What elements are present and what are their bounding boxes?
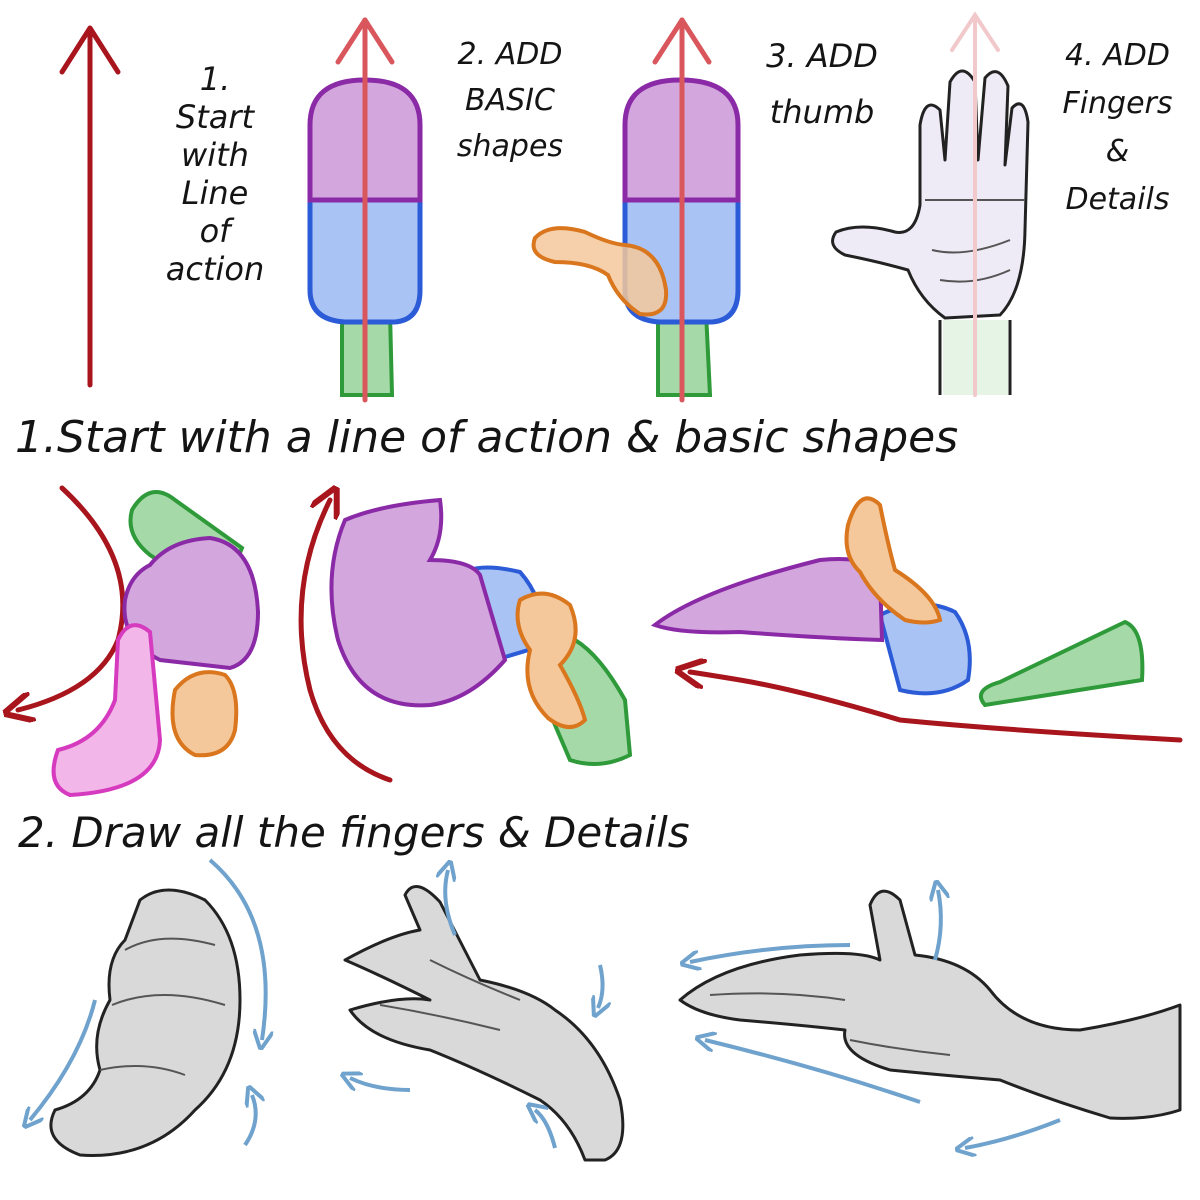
step1-number: 1. (199, 60, 231, 98)
curved-action-line-c (690, 672, 1183, 743)
section2-hand-c (678, 889, 1182, 1148)
step3-number: 3. ADD (766, 37, 878, 75)
step1-line-of-action (59, 25, 121, 388)
curved-action-line-a (18, 485, 126, 710)
step3-add-thumb (531, 17, 741, 403)
motion-arrow-b3 (350, 1078, 411, 1092)
motion-arrow-c2 (935, 890, 941, 961)
step2-line: shapes (456, 129, 564, 164)
wrist-outline (938, 320, 1012, 395)
section1-title: 1.Start with a line of action & basic sh… (15, 412, 959, 463)
finger-lines-c (709, 992, 951, 1056)
motion-arrow-c4 (965, 1118, 1061, 1148)
motion-arrow-b1 (445, 870, 455, 936)
motion-arrow-c3 (705, 1040, 921, 1104)
action-arrow-head-3 (652, 17, 712, 65)
step2-label: 2. ADD BASIC shapes (430, 32, 590, 170)
step1-line: Line (181, 174, 249, 212)
faded-action-arrow-head (950, 11, 1000, 52)
step2-number: 2. ADD (457, 37, 563, 72)
action-arrow-head-2 (335, 17, 395, 65)
section1-pose-b (298, 497, 633, 783)
palm-shape-c (650, 557, 885, 643)
motion-arrow-a3 (243, 1095, 256, 1147)
step1-line: of (199, 212, 231, 250)
motion-arrow-b4 (535, 1110, 557, 1149)
section1-pose-c (650, 496, 1183, 743)
forearm-shape-c (979, 619, 1145, 708)
step4-line: Fingers (1062, 86, 1173, 121)
finger-lines-b (379, 959, 521, 1031)
action-arrow-head (59, 25, 121, 75)
motion-arrow-a2 (30, 999, 97, 1120)
sketched-hand-c (678, 889, 1182, 1120)
finger-lines-a (99, 937, 226, 1076)
step1-line: Start (175, 98, 255, 136)
step4-label: 4. ADD Fingers & Details (1040, 32, 1195, 224)
motion-arrow-b2 (598, 964, 603, 1008)
palm-shape-b (329, 497, 508, 708)
step2-line: BASIC (465, 83, 555, 118)
sketched-hand-b (343, 885, 625, 1162)
thumb-shape-a (170, 670, 239, 758)
step1-line: with (181, 136, 249, 174)
step1-line: action (165, 250, 265, 288)
sketched-hand-a (49, 888, 242, 1157)
step1-label: 1. Start with Line of action (160, 60, 270, 288)
thumb-shape (531, 226, 669, 317)
step4-line: & (1105, 134, 1130, 169)
finger-shape-a (51, 623, 163, 798)
section2-hand-a (30, 858, 266, 1157)
step4-finished-hand (831, 11, 1030, 397)
motion-arrow-a1 (208, 858, 266, 1040)
step4-number: 4. ADD (1065, 38, 1170, 73)
step2-basic-shapes (307, 17, 423, 403)
step3-line: thumb (769, 93, 875, 131)
curved-action-line-b (298, 500, 393, 783)
palm-shape-a (122, 535, 261, 671)
section1-pose-a (18, 485, 261, 798)
thumb-shape-c (844, 496, 943, 625)
section2-title: 2. Draw all the fingers & Details (18, 808, 690, 857)
step3-label: 3. ADD thumb (752, 28, 892, 140)
section2-hand-b (343, 870, 625, 1162)
thumb-shape-b (515, 591, 588, 729)
motion-arrow-c1 (690, 943, 851, 962)
step4-line: Details (1065, 182, 1170, 217)
hand-outline (831, 69, 1030, 320)
